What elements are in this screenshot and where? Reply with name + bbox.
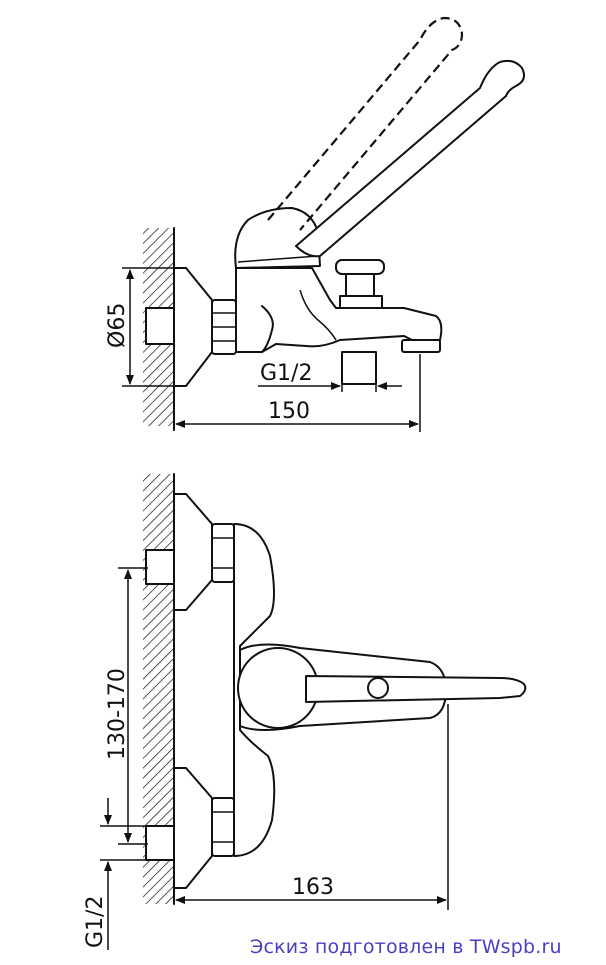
lever-handle-front xyxy=(305,675,527,703)
dim-thread-top: G1/2 xyxy=(260,361,312,386)
dim-length-front: 163 xyxy=(292,875,334,900)
side-view: Ø65 G1/2 150 xyxy=(105,16,525,432)
dim-thread-front: G1/2 xyxy=(83,896,108,948)
mixer-body-front xyxy=(233,523,276,857)
credit-text: Эскиз подготовлен в TWspb.ru xyxy=(250,936,562,958)
hex-nut-upper xyxy=(211,523,235,583)
dim-length-top: 150 xyxy=(268,399,310,424)
dim-spacing: 130-170 xyxy=(105,668,130,760)
front-view: 130-170 G1/2 163 xyxy=(83,473,527,950)
hex-nut-lower xyxy=(211,797,235,857)
wall-flange xyxy=(173,267,213,387)
lever-handle-alt xyxy=(267,16,464,231)
dim-diameter: Ø65 xyxy=(105,303,130,348)
lever-handle xyxy=(295,59,525,258)
